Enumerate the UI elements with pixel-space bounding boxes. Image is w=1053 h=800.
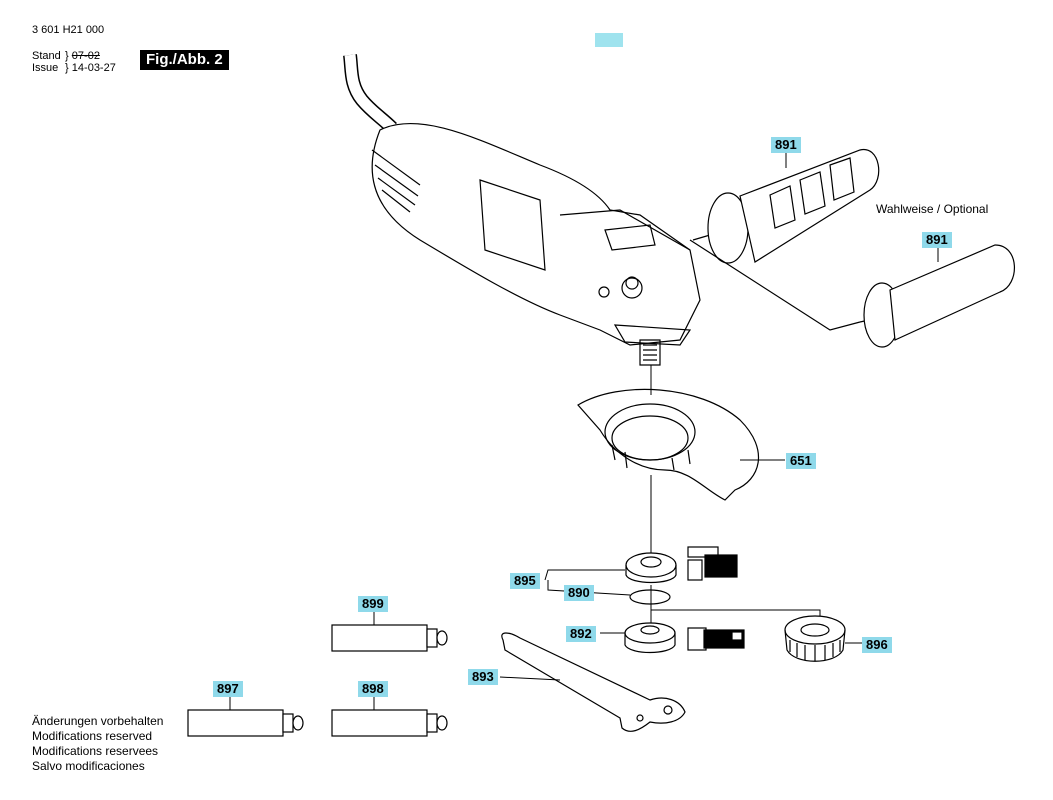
issue-date: 14-03-27 [71, 62, 116, 74]
revision-block: Stand } 07-02 Issue } 14-03-27 [32, 50, 116, 74]
stand-label: Stand [32, 50, 61, 62]
part-number-handle-top: 891 [771, 137, 801, 153]
grease-tube-898-drawing [331, 709, 448, 737]
part-number-clamping-nut: 892 [566, 626, 596, 642]
part-number-flange-group: 895 [510, 573, 540, 589]
part-number-guard: 651 [786, 453, 816, 469]
mounting-flange-drawing [625, 552, 677, 605]
quick-nut-drawing [784, 615, 846, 662]
grease-tube-899-drawing [331, 624, 448, 652]
part-number-spanner: 893 [468, 669, 498, 685]
flange-section-icon [687, 546, 738, 581]
note-en: Modifications reserved [32, 729, 153, 743]
optional-handle-drawing [689, 239, 1015, 348]
figure-label: Fig./Abb. 2 [140, 50, 229, 70]
wheel-guard-drawing [577, 388, 760, 501]
spanner-drawing [501, 632, 686, 732]
part-number-grease-897: 897 [213, 681, 243, 697]
document-number: 3 601 H21 000 [32, 24, 105, 36]
note-fr: Modifications reservees [32, 744, 159, 758]
part-number-grease-898: 898 [358, 681, 388, 697]
color-marker [595, 33, 623, 47]
power-cable [343, 54, 397, 134]
angle-grinder-body [371, 122, 701, 366]
note-de: Änderungen vorbehalten [32, 714, 164, 728]
clamping-nut-drawing [624, 622, 676, 654]
part-number-grease-899: 899 [358, 596, 388, 612]
leader-lines [229, 150, 939, 710]
part-number-o-ring: 890 [564, 585, 594, 601]
nut-section-icon [687, 627, 745, 651]
grease-tube-897-drawing [187, 709, 304, 737]
part-number-handle-optional: 891 [922, 232, 952, 248]
auxiliary-handle-drawing [692, 149, 880, 264]
part-number-quick-nut: 896 [862, 637, 892, 653]
optional-note: Wahlweise / Optional [876, 202, 989, 216]
modification-notes: Änderungen vorbehalten Modifications res… [32, 714, 163, 774]
issue-label: Issue [32, 62, 59, 74]
note-es: Salvo modificaciones [32, 759, 145, 773]
stand-date: 07-02 [71, 50, 100, 62]
